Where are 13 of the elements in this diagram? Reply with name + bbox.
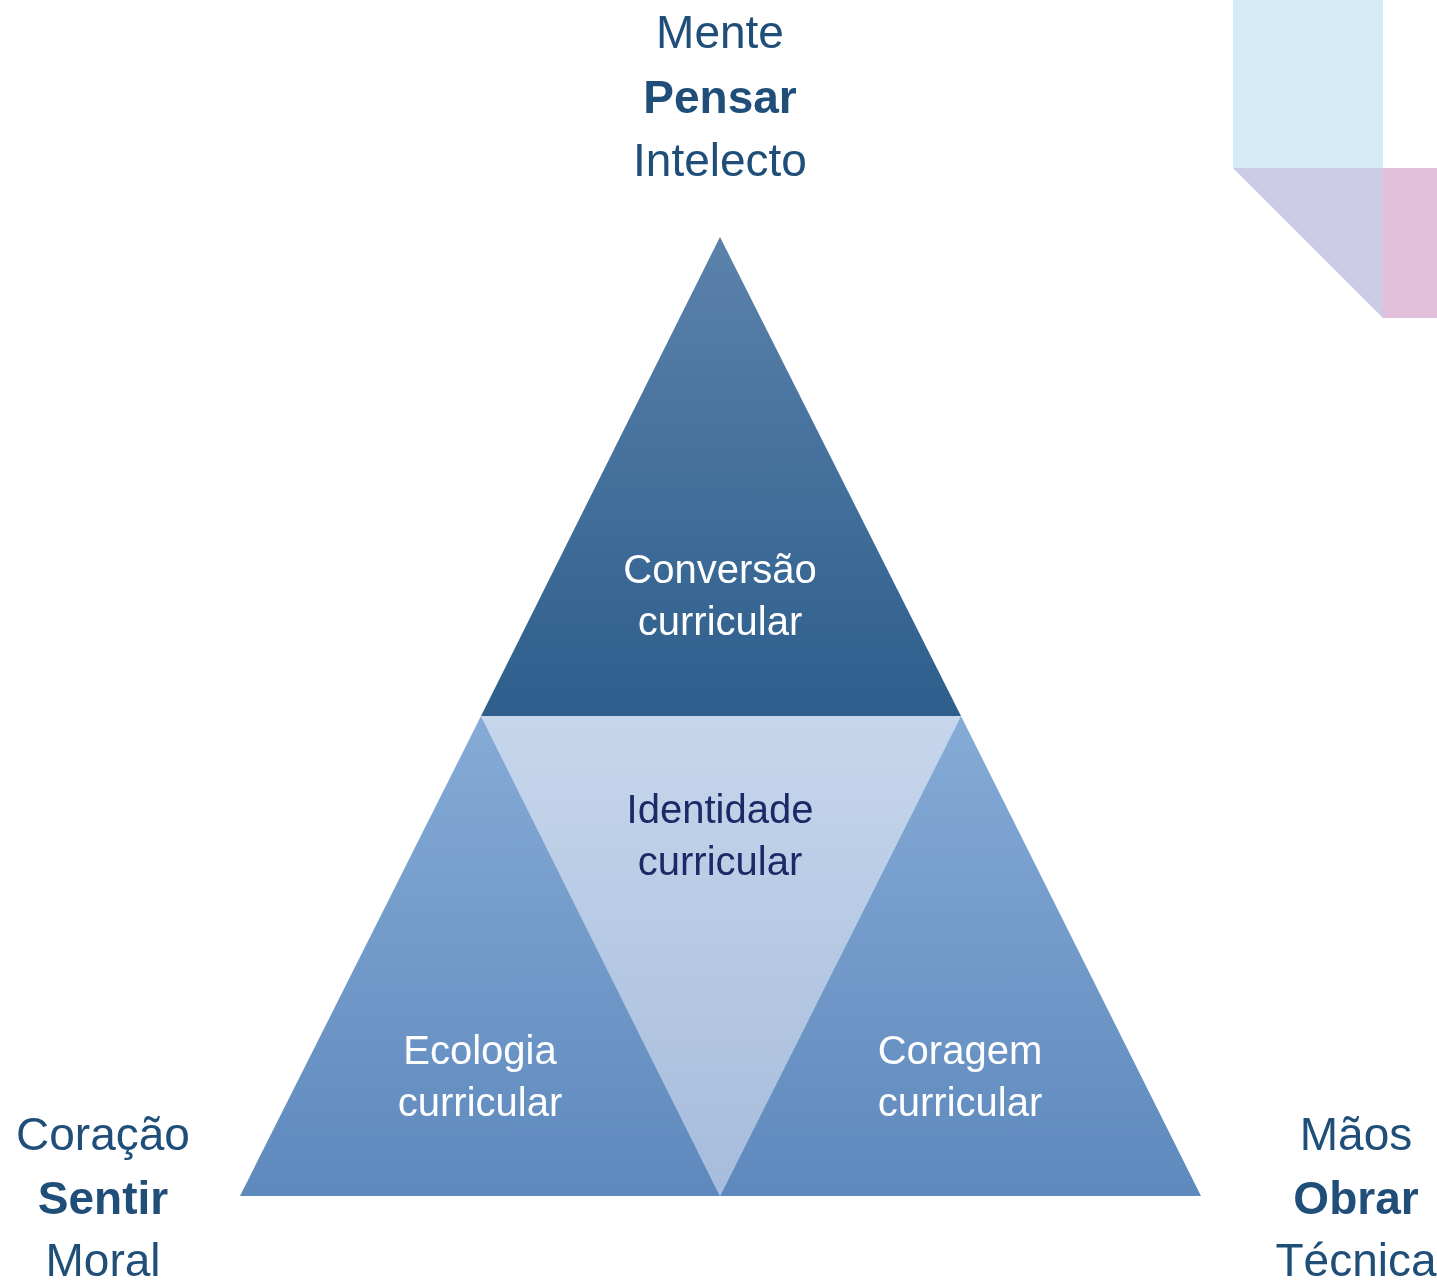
segment-label: Conversão curricular xyxy=(622,546,818,645)
dimension-label: Pensar xyxy=(643,70,797,125)
dimension-label: Obrar xyxy=(1293,1171,1419,1226)
dimension-label: Mente xyxy=(656,5,784,60)
dimension-label: Sentir xyxy=(37,1171,169,1226)
segment-label: Coragem curricular xyxy=(876,1027,1044,1126)
dimension-label: Moral xyxy=(45,1233,161,1283)
dimension-label: Técnica xyxy=(1275,1233,1437,1283)
dimension-label: Intelecto xyxy=(633,133,807,188)
segment-label: Identidade curricular xyxy=(625,786,815,885)
dimension-label: Mãos xyxy=(1299,1107,1413,1162)
segment-label: Ecologia curricular xyxy=(396,1027,564,1126)
dimension-label: Coração xyxy=(16,1107,190,1162)
